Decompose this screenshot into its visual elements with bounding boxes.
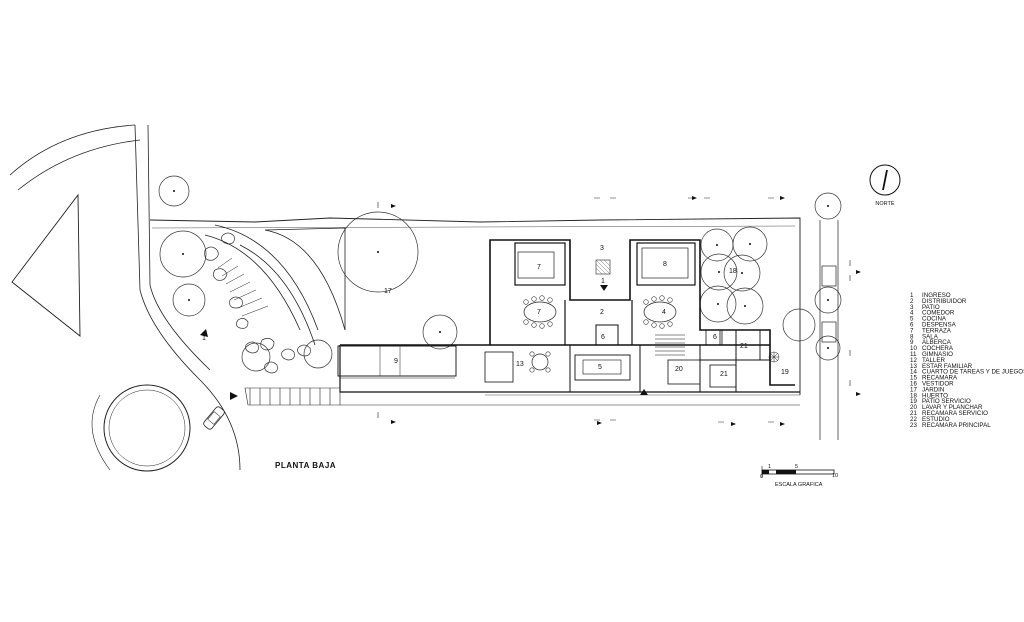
room-tag-7b: 7	[537, 309, 541, 316]
scale-tick-1: 1	[768, 464, 771, 470]
legend-entry-15: RECAMARA	[922, 375, 958, 382]
legend-number-14: 14	[910, 369, 917, 376]
room-tag-21b: 21	[720, 371, 728, 378]
legend-entry-5: COCINA	[922, 316, 947, 323]
trees	[158, 175, 842, 372]
scale-tick-10: 10	[832, 473, 838, 479]
curved-garden-path	[204, 224, 346, 346]
legend-entry-2: DISTRIBUIDOR	[922, 298, 967, 305]
north-arrow	[869, 164, 901, 196]
legend-entry-19: PATIO SERVICIO	[922, 398, 971, 405]
legend-entry-7: TERRAZA	[922, 327, 952, 334]
room-tag-5: 5	[598, 364, 602, 371]
room-tag-2: 2	[600, 309, 604, 316]
legend-number-8: 8	[910, 333, 914, 340]
legend-number-1: 1	[910, 292, 914, 299]
legend-entry-14: CUARTO DE TAREAS Y DE JUEGOS	[922, 369, 1024, 376]
north-label: NORTE	[875, 201, 894, 207]
room-tag-9: 9	[394, 358, 398, 365]
room-tag-13: 13	[516, 361, 524, 368]
patio-planter	[595, 259, 611, 275]
legend-number-5: 5	[910, 316, 914, 323]
legend-number-4: 4	[910, 310, 914, 317]
legend-number-21: 21	[910, 410, 917, 417]
legend-number-2: 2	[910, 298, 914, 305]
legend-number-15: 15	[910, 375, 917, 382]
legend-number-9: 9	[910, 339, 914, 346]
legend-entry-17: JARDIN	[922, 386, 944, 393]
room-tag-20: 20	[675, 366, 683, 373]
legend-number-12: 12	[910, 357, 917, 364]
legend-entry-9: ALBERCA	[922, 339, 952, 346]
legend-entry-10: COCHERA	[922, 345, 954, 352]
property-boundary	[149, 217, 801, 395]
legend-entry-6: DESPENSA	[922, 322, 957, 329]
legend-number-7: 7	[910, 327, 914, 334]
roundabout	[91, 384, 191, 472]
radial-stair	[217, 257, 269, 317]
room-tag-19: 19	[781, 369, 789, 376]
room-tag-3: 3	[600, 245, 604, 252]
street-right	[819, 220, 839, 440]
legend-entry-13: ESTAR FAMILIAR	[922, 363, 973, 370]
legend-entry-18: HUERTO	[922, 392, 948, 399]
room-tags: 1 2 3 4 5 6 6 7 7 8 9 13 17 18 19 20 21 …	[202, 245, 789, 378]
room-tag-8: 8	[663, 261, 667, 268]
legend-entry-22: ESTUDIO	[922, 416, 950, 423]
scale-tick-0: 0	[760, 474, 763, 480]
legend-number-22: 22	[910, 416, 917, 423]
scale-bar	[761, 466, 835, 478]
scale-tick-5: 5	[795, 464, 798, 470]
chairs	[523, 295, 673, 373]
legend-entry-4: COMEDOR	[922, 310, 955, 317]
legend-number-17: 17	[910, 386, 917, 393]
legend-number-20: 20	[910, 404, 917, 411]
legend-number-10: 10	[910, 345, 917, 352]
legend-entry-1: INGRESO	[922, 292, 951, 299]
legend-entry-8: SALA	[922, 333, 939, 340]
room-tag-6b: 6	[713, 334, 717, 341]
legend-number-11: 11	[910, 351, 917, 358]
legend-number-13: 13	[910, 363, 917, 370]
legend-entry-12: TALLER	[922, 357, 945, 364]
dining-tables	[517, 247, 689, 371]
pool	[337, 345, 457, 379]
scale-label: ESCALA GRAFICA	[775, 482, 823, 488]
room-tag-1b: 1	[202, 335, 206, 342]
room-tag-4: 4	[662, 309, 666, 316]
legend-number-16: 16	[910, 381, 917, 388]
room-tag-18: 18	[729, 268, 737, 275]
legend-number-23: 23	[910, 422, 917, 429]
legend-number-19: 19	[910, 398, 917, 405]
section-arrowheads	[391, 196, 861, 426]
legend-entry-21: RECAMARA SERVICIO	[922, 410, 988, 417]
car-icon	[203, 406, 225, 430]
entry-walk	[244, 387, 800, 406]
triangular-island	[11, 193, 81, 337]
compass-rose-icon	[768, 351, 780, 363]
legend-number-3: 3	[910, 304, 914, 311]
section-markers	[377, 197, 851, 423]
garden-stones	[204, 232, 311, 374]
legend-entry-20: LAVAR Y PLANCHAR	[922, 404, 983, 411]
road-curves	[9, 124, 241, 471]
entry-arrows	[200, 285, 648, 400]
legend-number-6: 6	[910, 322, 914, 329]
legend-entry-3: PATIO	[922, 304, 940, 311]
legend-entry-16: VESTIDOR	[922, 381, 954, 388]
legend-entry-11: GIMNASIO	[922, 351, 953, 358]
room-legend: 1 INGRESO 2 DISTRIBUIDOR 3 PATIO 4 COMEDOR 5 COCI…	[910, 292, 1024, 429]
room-tag-17: 17	[384, 288, 392, 295]
tree-centers	[173, 190, 829, 349]
room-tag-7a: 7	[537, 264, 541, 271]
room-tag-6: 6	[601, 334, 605, 341]
legend-number-18: 18	[910, 392, 917, 399]
legend-entry-23: RECAMARA PRINCIPAL	[922, 422, 991, 429]
room-tag-21a: 21	[740, 343, 748, 350]
plan-title: PLANTA BAJA	[275, 461, 336, 470]
room-tag-1: 1	[601, 278, 605, 285]
